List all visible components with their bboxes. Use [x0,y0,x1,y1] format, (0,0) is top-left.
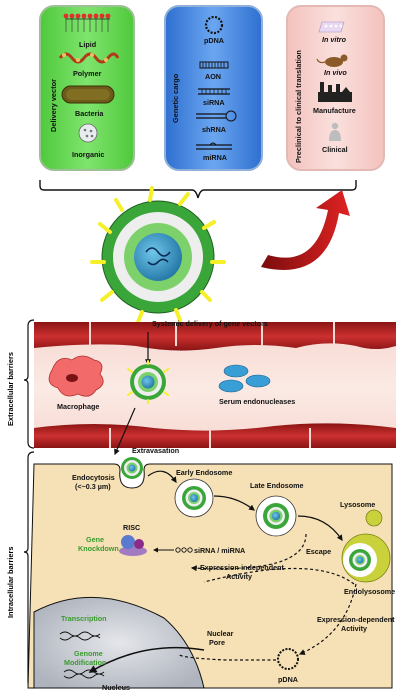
sirna-mirna-label: siRNA / miRNA [194,546,246,555]
pdna-to-nucleus-arrow [177,653,276,661]
genome-modification-label-2: Modification [64,658,107,667]
clinical-label: Clinical [322,145,348,154]
expression-dependent-arrow [298,583,357,655]
aon-icon [199,61,229,69]
endolysosome-dashed-arrow [203,567,355,585]
in-vitro-icon [318,21,345,33]
extravasation-label: Extravasation [132,446,180,455]
translation-arrow [261,190,350,270]
in-vivo-icon [316,54,348,67]
transcription-label: Transcription [61,614,107,623]
serum-endonuclease-icon [218,364,271,393]
intracellular-barriers-label: Intracellular barriers [6,546,15,618]
nucleus [33,596,205,689]
early-endosome [174,478,214,518]
nanoparticle-vessel [127,360,169,404]
sirna-label: siRNA [203,98,225,107]
endocytosis-to-early-arrow [147,470,177,483]
aon-label: AON [205,72,221,81]
late-endosome [255,495,297,537]
in-vitro-label: In vitro [322,35,346,44]
expression-independent-label-2: Activity [226,572,252,581]
nucleus-label: Nucleus [102,683,130,692]
in-vivo-label: In vivo [324,68,347,77]
inorganic-icon [78,123,98,143]
early-to-late-arrow [213,495,255,511]
risc-complex [119,535,147,556]
late-to-endolysosome-arrow [297,515,343,541]
sirna-icon [198,88,230,95]
genetic-cargo-title: Genetic cargo [171,73,180,123]
endocytosis-size-label: (<~0.3 µm) [75,482,111,491]
manufacture-label: Manufacture [313,106,356,115]
genetic-cargo-panel [164,5,263,171]
polymer-icon [58,52,120,64]
mirna-icon [196,142,232,150]
clinical-icon [329,122,341,141]
nuclear-pore-label-2: Pore [209,638,225,647]
genome-modification-strand [63,669,105,679]
lysosome-label: Lysosome [340,500,376,509]
endolysosome-label: Endolysosome [344,587,396,596]
escape-label: Escape [306,547,332,556]
delivery-vector-title: Delivery vector [49,79,58,132]
lipid-icon [63,13,111,32]
escape-arrow [190,533,307,572]
lipid-label: Lipid [79,40,97,49]
pdna-icon [204,15,224,35]
extracellular-bracket [23,319,35,449]
pdna-plasmid [277,648,299,670]
nuclear-pore-label: Nuclear [207,629,234,638]
preclinical-title: Preclinical to clinical translation [294,50,303,163]
systemic-delivery-label: Systemic delivery of gene vectors [152,319,268,328]
pdna-cell-label: pDNA [278,675,298,684]
expression-dependent-label: Expression-dependent [317,615,395,624]
endocytosis-label: Endocytosis [72,473,115,482]
late-endosome-label: Late Endosome [250,481,304,490]
nuclear-pore-arrow [88,646,205,673]
macrophage-icon [48,355,104,397]
risc-label: RISC [123,523,141,532]
lysosome [365,509,383,527]
panel-bracket [39,180,357,199]
mirna-label: miRNA [203,153,227,162]
manufacture-icon [318,82,352,102]
genome-modification-label: Genome [74,649,103,658]
polymer-label: Polymer [73,69,102,78]
extravasation-arrow [114,407,136,456]
early-endosome-label: Early Endosome [176,468,233,477]
bacteria-label: Bacteria [75,109,104,118]
sirna-circles-icon [175,547,193,553]
serum-endonucleases-label: Serum endonucleases [219,397,296,406]
bacteria-icon [61,85,115,104]
preclinical-panel [286,5,385,171]
endolysosome [341,533,391,583]
expression-dependent-label-2: Activity [341,624,367,633]
macrophage-label: Macrophage [57,402,100,411]
extracellular-barriers-label: Extracellular barriers [6,352,15,426]
endocytosis-particle [121,457,143,479]
inorganic-label: Inorganic [72,150,105,159]
nanoparticle-large [90,186,226,324]
pdna-label: pDNA [204,36,224,45]
transcription-strand [59,631,101,641]
gene-knockdown-label-2: Knockdown [78,544,119,553]
expression-independent-label: Expression-independent [200,563,284,572]
gene-knockdown-label: Gene [86,535,104,544]
shrna-icon [196,110,237,122]
shrna-label: shRNA [202,125,226,134]
